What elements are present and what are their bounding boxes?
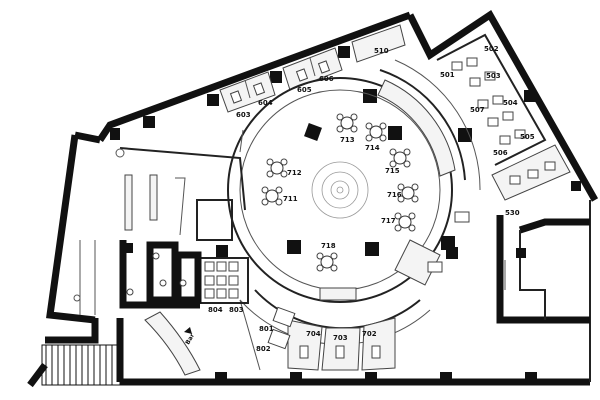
room-label-502: 502 (484, 45, 499, 53)
room-label-801: 801 (259, 325, 274, 333)
facade-columns (110, 46, 581, 384)
room-label-712: 712 (287, 169, 302, 177)
room-label-803: 803 (229, 306, 244, 314)
entrance-stairs (27, 318, 124, 388)
room-label-804: 804 (208, 306, 223, 314)
outer-walls (46, 10, 599, 386)
room-label-717: 717 (381, 217, 396, 225)
room-label-711: 711 (283, 195, 298, 203)
service-area (496, 215, 590, 324)
room-label-702: 702 (362, 330, 377, 338)
room-label-604: 604 (258, 99, 273, 107)
room-label-501: 501 (440, 71, 455, 79)
room-label-704: 704 (306, 330, 321, 338)
north-booths (219, 24, 406, 113)
room-label-530: 530 (505, 209, 520, 217)
room-label-718: 718 (321, 242, 336, 250)
room-label-506: 506 (493, 149, 508, 157)
east-dining (436, 33, 571, 201)
room-label-504: 504 (503, 99, 518, 107)
room-label-507: 507 (470, 106, 485, 114)
room-label-714: 714 (365, 144, 380, 152)
room-label-713: 713 (340, 136, 355, 144)
bar-zone (144, 299, 296, 376)
south-booths (287, 287, 396, 371)
west-rooms (73, 129, 246, 315)
room-labels: 510 502 503 501 504 507 505 506 530 606 … (184, 45, 534, 353)
room-label-606: 606 (319, 75, 334, 83)
room-label-716: 716 (387, 191, 402, 199)
room-label-510: 510 (374, 47, 389, 55)
private-dining (199, 257, 249, 304)
room-label-715: 715 (385, 167, 400, 175)
east-banquette (377, 79, 470, 286)
room-label-505: 505 (520, 133, 535, 141)
bar-label: Bar (184, 332, 196, 346)
room-label-605: 605 (297, 86, 312, 94)
room-label-503: 503 (486, 72, 501, 80)
round-tables (261, 113, 419, 272)
room-label-802: 802 (256, 345, 271, 353)
room-label-703: 703 (333, 334, 348, 342)
room-label-603: 603 (236, 111, 251, 119)
